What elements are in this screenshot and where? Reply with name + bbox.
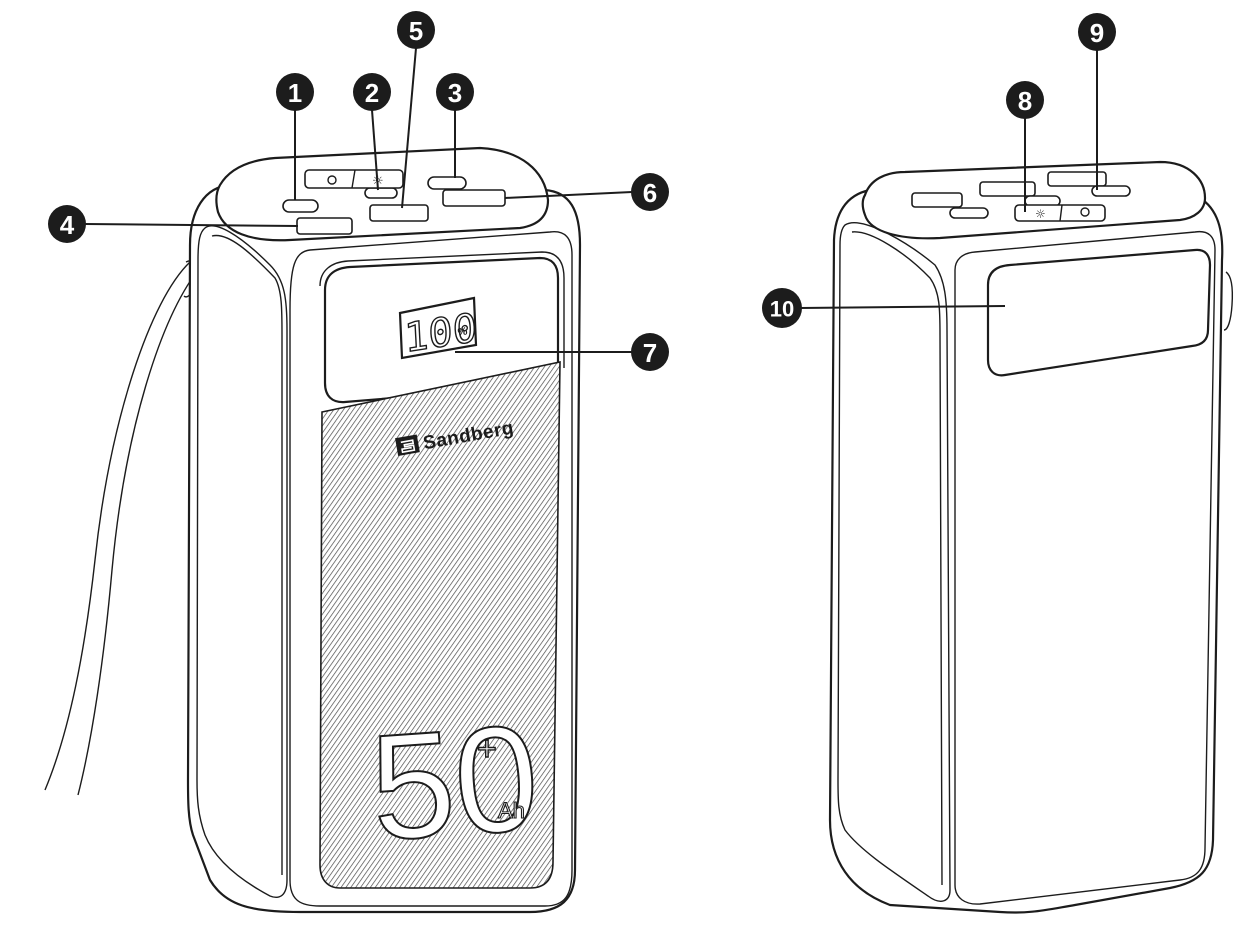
side-clip — [1223, 271, 1234, 331]
svg-text:5: 5 — [409, 16, 423, 46]
power-button-icon — [327, 175, 337, 185]
callout-4: 4 — [48, 205, 86, 243]
top-ports: ☼ — [282, 169, 506, 235]
svg-text:6: 6 — [643, 178, 657, 208]
power-bank-front-view: ☼ 100 % Sandberg 50 + Ah — [44, 146, 582, 914]
callout-3: 3 — [436, 73, 474, 111]
callout-2: 2 — [353, 73, 391, 111]
front-face — [289, 231, 573, 907]
rear-usb-c-port — [949, 207, 989, 219]
callout-9: 9 — [1078, 13, 1116, 51]
svg-text:9: 9 — [1090, 18, 1104, 48]
rear-window — [986, 248, 1212, 377]
callout-7: 7 — [631, 333, 669, 371]
callout-10: 10 — [762, 288, 802, 328]
rear-light-button-icon: ☼ — [1035, 207, 1046, 221]
lanyard-strap — [44, 259, 200, 796]
callout-8: 8 — [1006, 81, 1044, 119]
lcd-screen — [398, 296, 478, 360]
rear-usb-a-port — [979, 181, 1036, 197]
rear-power-button-icon — [1080, 207, 1090, 217]
usb-c-port-3 — [427, 176, 467, 190]
svg-text:2: 2 — [365, 78, 379, 108]
capacity-unit: Ah — [498, 798, 525, 823]
rear-top-ports: ☼ — [911, 171, 1131, 222]
usb-a-port-5 — [369, 204, 429, 222]
capacity-print: 50 + Ah — [365, 692, 545, 873]
svg-text:7: 7 — [643, 338, 657, 368]
usb-c-port-2 — [364, 187, 398, 199]
svg-text:1: 1 — [288, 78, 302, 108]
rear-face — [954, 230, 1216, 905]
rear-side-panel — [837, 222, 951, 902]
svg-text:8: 8 — [1018, 86, 1032, 116]
power-bank-rear-view: ☼ — [828, 160, 1234, 914]
usb-a-port-4 — [296, 217, 353, 235]
capacity-plus: + — [477, 730, 497, 768]
rear-body-shell — [828, 188, 1224, 914]
front-side-panel — [196, 225, 288, 898]
callout-leaders — [84, 47, 1098, 353]
speaker-grille — [319, 361, 561, 889]
rear-usb-a-port — [911, 192, 963, 208]
svg-text:10: 10 — [770, 297, 794, 322]
lcd-unit: % — [457, 325, 468, 338]
callout-1: 1 — [276, 73, 314, 111]
usb-a-port-6 — [442, 189, 506, 207]
svg-text:4: 4 — [60, 210, 75, 240]
rear-usb-a-port — [1047, 171, 1107, 187]
usb-c-port-1 — [282, 199, 319, 213]
capacity-value: 50 — [366, 693, 544, 872]
rear-usb-c-port — [1091, 185, 1131, 197]
callout-5: 5 — [397, 11, 435, 49]
callout-6: 6 — [631, 173, 669, 211]
svg-text:3: 3 — [448, 78, 462, 108]
